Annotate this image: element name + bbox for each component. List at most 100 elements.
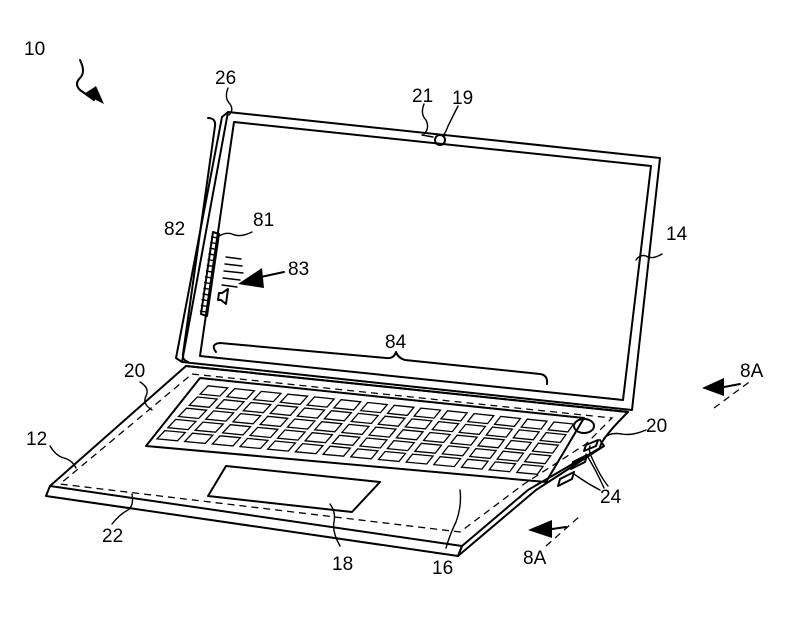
keyboard-key	[377, 415, 407, 427]
keyboard-key	[294, 442, 325, 455]
section-cut-8a-lower	[545, 515, 581, 547]
keyboard-key	[432, 456, 462, 468]
keyboard-key	[321, 445, 352, 457]
keyboard-keys	[155, 385, 575, 475]
power-button	[573, 418, 595, 434]
keyboard-key	[286, 418, 317, 430]
section-line-8a-upper	[723, 383, 741, 388]
ref-label-14: 14	[666, 224, 688, 245]
leader-24c	[573, 473, 601, 491]
ref-label-83: 83	[288, 259, 309, 280]
arrow-83	[238, 268, 264, 288]
perforation-tick	[200, 304, 209, 308]
keyboard-key	[305, 396, 336, 408]
ref-label-24: 24	[600, 487, 622, 508]
leader-81	[218, 231, 253, 237]
leader-12	[49, 445, 77, 469]
ref-label-82: 82	[164, 219, 185, 240]
keyboard-key	[349, 412, 380, 425]
keyboard-key	[495, 450, 525, 462]
arrow-8a-lower	[528, 520, 552, 538]
keyboard-key	[367, 426, 398, 438]
leader-19	[442, 105, 459, 137]
ref-label-10: 10	[24, 39, 45, 60]
keyboard-key	[377, 450, 407, 463]
arrow-10	[84, 86, 104, 104]
keyboard-key	[386, 404, 416, 417]
leader-21	[421, 103, 429, 135]
keyboard-key	[211, 435, 242, 447]
perforation-strip	[200, 231, 220, 317]
ref-label-8a-upper: 8A	[740, 361, 764, 382]
display-screen	[199, 121, 652, 401]
keyboard-key	[515, 463, 545, 475]
keyboard-key	[512, 429, 541, 441]
reference-labels: 10 26 21 19 82 81 83 14 84 20 20 8A 12 2…	[24, 39, 764, 579]
sound-line	[223, 270, 244, 274]
keyboard-key	[359, 401, 389, 414]
ref-label-20-right: 20	[646, 416, 667, 437]
leader-16	[445, 489, 462, 549]
keyboard-key	[404, 418, 434, 430]
keyboard-key	[412, 407, 442, 419]
keyboard-key	[166, 418, 198, 431]
perforation-tick	[204, 276, 213, 279]
keyboard-key	[266, 440, 297, 452]
leader-24a	[585, 453, 605, 489]
perforation-tick	[208, 253, 216, 256]
lid-outer-edge	[181, 111, 661, 411]
speaker-icon	[217, 288, 229, 305]
keyboard-key	[404, 453, 435, 465]
keyboard-key	[241, 401, 273, 414]
leader-20b	[603, 429, 647, 439]
ref-label-84: 84	[385, 332, 407, 353]
sound-line	[224, 263, 243, 267]
keyboard-key	[340, 423, 371, 436]
leader-lines	[49, 59, 753, 549]
ref-label-81: 81	[253, 210, 274, 231]
base-right-edge	[457, 439, 605, 557]
sound-line	[222, 277, 241, 281]
side-port	[583, 439, 599, 452]
base-top-surface	[49, 365, 629, 547]
keyboard-key	[349, 448, 380, 460]
keyboard-key	[248, 426, 280, 439]
sound-line	[221, 284, 238, 288]
perforation-tick	[210, 236, 219, 239]
keyboard-key	[322, 410, 353, 422]
keyboard-key	[177, 407, 208, 420]
keyboard-key	[276, 429, 307, 441]
ref-label-21: 21	[412, 86, 433, 107]
perforation-tick	[205, 270, 214, 273]
sound-line	[225, 256, 242, 260]
keyboard-key	[187, 396, 219, 408]
leader-14	[635, 253, 663, 261]
ref-label-20-left: 20	[124, 361, 145, 382]
keyboard-key	[441, 445, 471, 457]
ref-label-26: 26	[215, 68, 236, 89]
leader-20a	[139, 381, 153, 411]
keyboard-key	[313, 421, 344, 433]
keyboard-key	[221, 424, 252, 436]
keyboard-key	[546, 421, 575, 433]
keyboard-key	[539, 431, 568, 444]
display-lid	[175, 111, 661, 411]
side-port	[557, 471, 575, 487]
keyboard-key	[468, 447, 498, 460]
keyboard-key	[485, 426, 514, 438]
keyboard-key	[422, 431, 452, 444]
keyboard-key	[295, 407, 326, 419]
keyboard-area	[145, 377, 585, 483]
perforation-tick	[203, 281, 212, 285]
side-port	[570, 454, 588, 470]
perforation-tick	[209, 241, 218, 245]
bracket-84	[212, 342, 549, 385]
keyboard-key	[268, 404, 299, 417]
ref-label-19: 19	[452, 88, 473, 109]
keyboard-key	[204, 410, 235, 422]
keyboard-key	[198, 385, 230, 397]
ref-label-18: 18	[332, 554, 353, 575]
ref-label-22: 22	[102, 526, 123, 547]
ref-label-8a-lower: 8A	[523, 548, 547, 569]
camera-sensor-slot	[421, 134, 434, 138]
